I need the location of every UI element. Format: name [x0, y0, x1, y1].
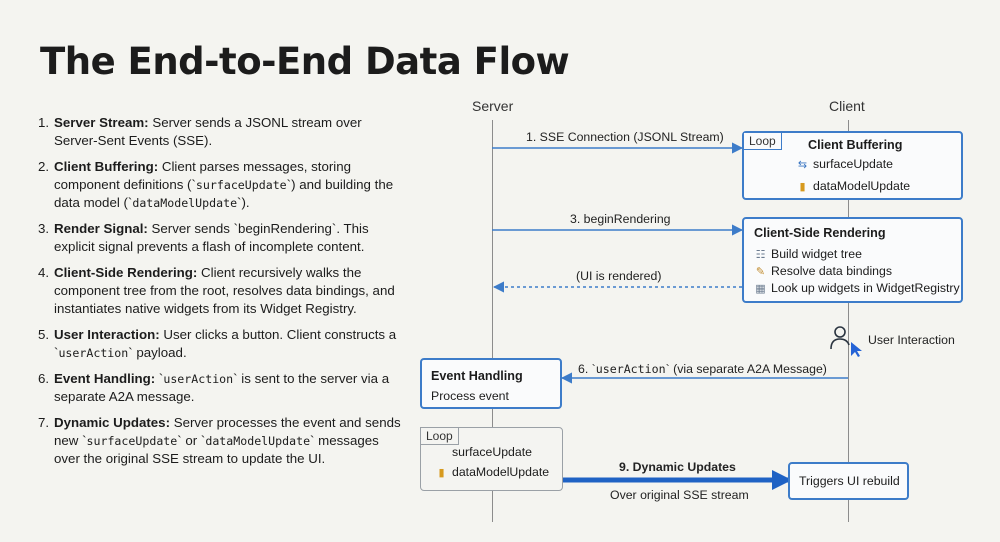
step-term: Render Signal:	[54, 221, 148, 236]
server-loop-row-surface: surfaceUpdate	[452, 445, 532, 459]
step-code: userAction	[163, 372, 234, 386]
triggers-ui-rebuild-box: Triggers UI rebuild	[788, 462, 909, 500]
step-item: 6. Event Handling: `userAction` is sent t…	[38, 370, 408, 406]
step-term: User Interaction:	[54, 327, 160, 342]
client-loop-tag: Loop	[743, 132, 782, 150]
server-lifeline	[492, 120, 493, 522]
step-fragment: `).	[237, 195, 250, 210]
step-item: 3. Render Signal: Server sends `beginRend…	[38, 220, 408, 256]
step-term: Client Buffering:	[54, 159, 159, 174]
step-fragment: Client parses messages, storing componen…	[54, 159, 352, 192]
step-text: User Interaction: User clicks a button. …	[54, 326, 408, 362]
user-click-icon	[830, 326, 862, 357]
step-text: Client Buffering: Client parses messages…	[54, 158, 408, 212]
step-number: 3.	[38, 221, 50, 236]
server-loop-box: Loop surfaceUpdate ▮dataModelUpdate	[420, 427, 563, 491]
render-row-lookup: ▦Look up widgets in WidgetRegistry	[755, 281, 960, 295]
step-term: Event Handling:	[54, 371, 156, 386]
step-item: 2. Client Buffering: Client parses messag…	[38, 158, 408, 212]
step-term: Dynamic Updates:	[54, 415, 171, 430]
step-fragment: ` is sent to the server via a separate A…	[54, 371, 390, 404]
client-rendering-box: Client-Side Rendering ☷Build widget tree…	[742, 217, 963, 303]
rendered-label: (UI is rendered)	[576, 269, 662, 283]
render-row-resolve: ✎Resolve data bindings	[755, 264, 892, 278]
step-fragment: Server sends `beginRendering`. This expl…	[54, 221, 369, 254]
event-handling-title: Event Handling	[431, 369, 523, 383]
server-lane-label: Server	[472, 98, 514, 114]
page-title: The End-to-End Data Flow	[40, 40, 570, 83]
step-number: 6.	[38, 371, 50, 386]
server-loop-row-datamodel: ▮dataModelUpdate	[435, 465, 549, 479]
event-handling-box: Event Handling Process event	[420, 358, 562, 409]
msg9-sublabel: Over original SSE stream	[610, 488, 749, 502]
event-handling-row: Process event	[431, 389, 509, 403]
render-row-build: ☷Build widget tree	[755, 247, 862, 261]
tree-icon: ☷	[755, 248, 766, 261]
client-rendering-title: Client-Side Rendering	[754, 226, 886, 240]
step-text: Dynamic Updates: Server processes the ev…	[54, 414, 408, 468]
step-number: 5.	[38, 327, 50, 342]
step-code: dataModelUpdate	[132, 196, 238, 210]
client-lane-label: Client	[829, 98, 865, 114]
step-fragment: Server processes the event and sends new…	[54, 415, 401, 448]
client-lifeline	[848, 120, 849, 522]
step-number: 1.	[38, 115, 50, 130]
registry-icon: ▦	[755, 282, 766, 295]
triggers-ui-rebuild-label: Triggers UI rebuild	[799, 474, 900, 488]
step-item: 7. Dynamic Updates: Server processes the …	[38, 414, 408, 468]
step-number: 4.	[38, 265, 50, 280]
server-loop-tag: Loop	[420, 427, 459, 445]
step-text: Event Handling: `userAction` is sent to …	[54, 370, 408, 406]
step-term: Server Stream:	[54, 115, 149, 130]
wand-icon: ✎	[755, 265, 766, 278]
msg3-label: 3. beginRendering	[570, 212, 671, 226]
msg1-label: 1. SSE Connection (JSONL Stream)	[526, 130, 724, 144]
step-item: 4. Client-Side Rendering: Client recursiv…	[38, 264, 408, 318]
database-icon: ▮	[799, 180, 806, 193]
client-buffering-box: Loop Client Buffering ⇆surfaceUpdate ▮da…	[742, 131, 963, 200]
step-fragment: ` messages over the original SSE stream …	[54, 433, 379, 466]
step-code: surfaceUpdate	[195, 178, 287, 192]
step-code: userAction	[58, 346, 129, 360]
msg6-label: 6. `userAction` (via separate A2A Messag…	[578, 362, 827, 376]
step-text: Render Signal: Server sends `beginRender…	[54, 220, 408, 256]
client-buffer-row-datamodel: ▮dataModelUpdate	[796, 179, 910, 193]
loop-arrows-icon: ⇆	[797, 158, 808, 171]
step-text: Client-Side Rendering: Client recursivel…	[54, 264, 408, 318]
step-fragment: ` payload.	[128, 345, 187, 360]
steps-list: 1. Server Stream: Server sends a JSONL st…	[38, 114, 408, 476]
step-code: surfaceUpdate	[86, 434, 178, 448]
user-interaction-label: User Interaction	[868, 333, 955, 347]
step-number: 7.	[38, 415, 50, 430]
step-fragment: Server sends a JSONL stream over Server-…	[54, 115, 362, 148]
step-item: 5. User Interaction: User clicks a button…	[38, 326, 408, 362]
client-buffering-title: Client Buffering	[808, 138, 903, 152]
step-code: dataModelUpdate	[205, 434, 311, 448]
step-fragment: `) and building the data model (`	[54, 177, 394, 210]
step-number: 2.	[38, 159, 50, 174]
step-fragment: User clicks a button. Client constructs …	[54, 327, 397, 360]
client-buffer-row-surface: ⇆surfaceUpdate	[797, 157, 893, 171]
step-item: 1. Server Stream: Server sends a JSONL st…	[38, 114, 408, 150]
step-fragment: Client recursively walks the component t…	[54, 265, 395, 316]
step-term: Client-Side Rendering:	[54, 265, 198, 280]
step-fragment: `	[155, 371, 164, 386]
step-fragment: ` or `	[177, 433, 206, 448]
msg9-label: 9. Dynamic Updates	[619, 460, 736, 474]
step-text: Server Stream: Server sends a JSONL stre…	[54, 114, 408, 150]
database-icon: ▮	[438, 466, 445, 479]
